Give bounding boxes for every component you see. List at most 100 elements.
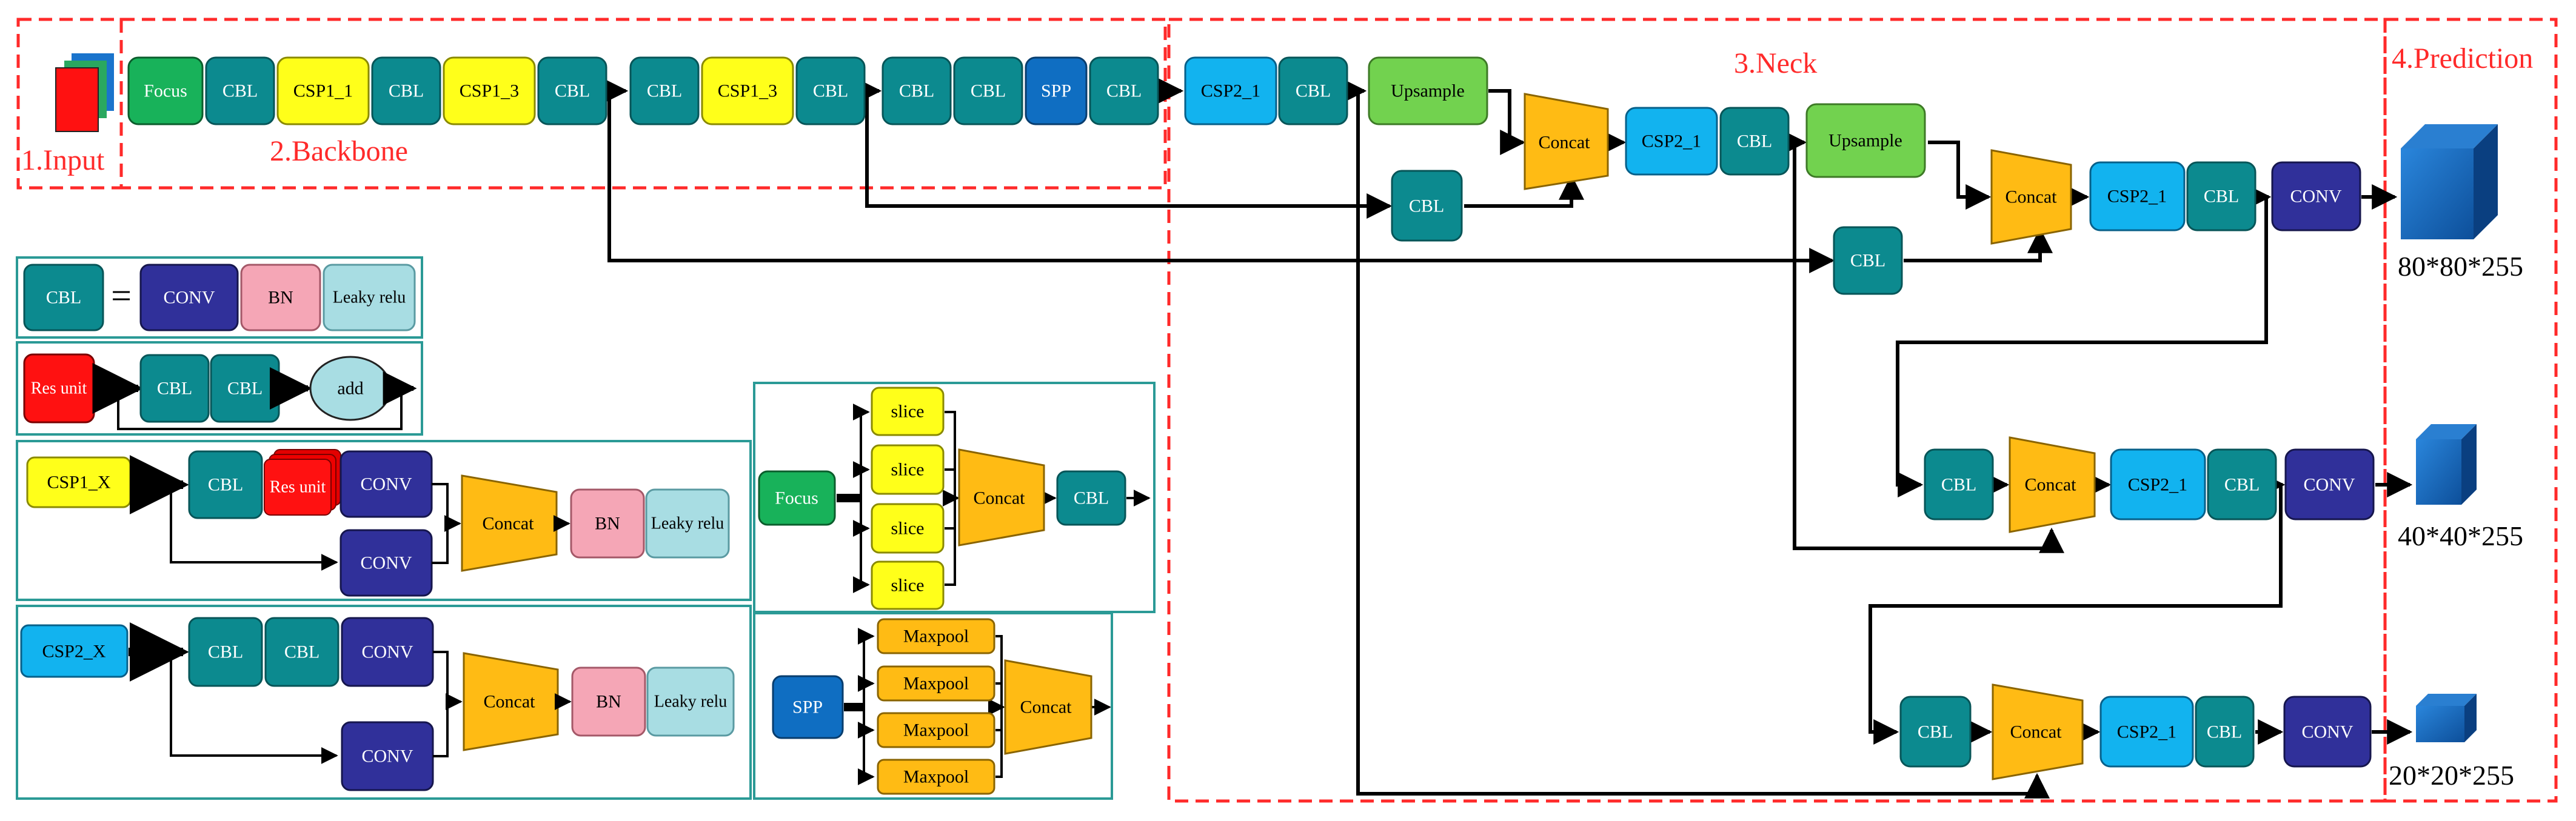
cbl-block: CBL [1056, 470, 1126, 526]
svg-text:Maxpool: Maxpool [903, 627, 969, 646]
conv-block: CONV [2271, 161, 2361, 231]
cbl-block: CBL [1278, 56, 1348, 125]
svg-text:Maxpool: Maxpool [903, 674, 969, 694]
spp-block: SPP [772, 675, 844, 739]
csp2-1-block: CSP2_1 [1184, 56, 1277, 125]
csp2-1-block: CSP2_1 [2099, 696, 2194, 768]
svg-text:Res unit: Res unit [270, 478, 326, 497]
cbl-block: CBL [2207, 448, 2277, 520]
svg-text:CBL: CBL [2207, 722, 2242, 742]
cbl-block: CBL [1924, 448, 1994, 520]
cbl-block: CBL [2186, 161, 2257, 231]
svg-text:CBL: CBL [1941, 475, 1976, 495]
focus-block: Focus [758, 470, 836, 526]
svg-text:Concat: Concat [483, 514, 535, 534]
focus-block: Focus [127, 56, 204, 125]
spp-block: SPP [1025, 56, 1088, 125]
svg-text:Concat: Concat [2006, 187, 2058, 207]
svg-text:Concat: Concat [1020, 697, 1072, 717]
equals-sign: = [111, 276, 132, 316]
conv-block: CONV [341, 721, 434, 791]
svg-text:CSP1_1: CSP1_1 [293, 81, 353, 101]
concat-block: Concat [1524, 93, 1609, 190]
prediction-title: 4.Prediction [2392, 42, 2533, 75]
cbl-block: CBL [537, 56, 607, 125]
slice-block: slice [871, 503, 945, 554]
leaky-relu-block: Leaky relu [645, 488, 730, 559]
legend-csp1-frame [16, 440, 752, 601]
maxpool-block: Maxpool [877, 759, 995, 795]
svg-text:SPP: SPP [792, 697, 823, 717]
cbl-block: CBL [23, 264, 104, 331]
conv-block: CONV [340, 529, 433, 597]
svg-text:add: add [337, 379, 363, 399]
cbl-block: CBL [1899, 696, 1972, 768]
csp1-x-block: CSP1_X [26, 456, 132, 508]
csp2-x-block: CSP2_X [20, 624, 129, 678]
svg-text:slice: slice [891, 460, 925, 480]
backbone-title: 2.Backbone [270, 135, 408, 167]
svg-text:Concat: Concat [2025, 475, 2077, 495]
svg-text:CBL: CBL [284, 642, 319, 662]
svg-text:Focus: Focus [775, 488, 818, 508]
svg-text:CSP1_X: CSP1_X [47, 473, 110, 493]
slice-block: slice [871, 387, 945, 436]
svg-text:Concat: Concat [484, 692, 536, 712]
svg-text:CSP2_X: CSP2_X [42, 642, 105, 662]
concat-block: Concat [1992, 683, 2084, 780]
legend-csp2-frame [16, 605, 752, 800]
svg-text:CBL: CBL [2224, 475, 2260, 495]
svg-text:Maxpool: Maxpool [903, 767, 969, 787]
maxpool-block: Maxpool [877, 665, 995, 702]
cbl-block: CBL [2195, 696, 2255, 768]
conv-block: CONV [139, 264, 239, 331]
feature-cube-icon [2416, 424, 2477, 505]
cbl-block: CBL [188, 450, 263, 519]
svg-text:CBL: CBL [971, 81, 1006, 101]
svg-text:CBL: CBL [1737, 131, 1772, 151]
svg-text:CBL: CBL [899, 81, 934, 101]
svg-text:Concat: Concat [2010, 722, 2062, 742]
concat-block: Concat [461, 474, 558, 572]
conv-block: CONV [2283, 696, 2372, 768]
cbl-block: CBL [882, 56, 952, 125]
svg-text:CBL: CBL [555, 81, 590, 101]
prediction-outputs: 80*80*255 40*40*255 20*20*255 [2389, 124, 2523, 791]
svg-text:CBL: CBL [2204, 187, 2239, 207]
feature-cube-icon [2401, 124, 2498, 239]
svg-text:CSP2_1: CSP2_1 [1201, 81, 1260, 101]
svg-text:CONV: CONV [2301, 722, 2353, 742]
image-stack-icon [55, 53, 114, 132]
maxpool-block: Maxpool [877, 712, 995, 748]
neck-title: 3.Neck [1734, 47, 1817, 79]
cbl-block: CBL [1391, 170, 1463, 242]
svg-text:CSP2_1: CSP2_1 [2117, 722, 2176, 742]
csp2-1-block: CSP2_1 [2110, 448, 2206, 520]
svg-text:CSP1_3: CSP1_3 [718, 81, 777, 101]
svg-text:CSP1_3: CSP1_3 [460, 81, 519, 101]
output-size-small: 20*20*255 [2389, 760, 2514, 791]
concat-block: Concat [463, 652, 559, 751]
cbl-block: CBL [210, 354, 280, 423]
slice-block: slice [871, 560, 945, 610]
cbl-block: CBL [188, 617, 263, 687]
output-size-medium: 40*40*255 [2398, 520, 2523, 551]
csp1-1-block: CSP1_1 [276, 56, 370, 125]
bn-block: BN [571, 666, 646, 737]
cbl-block: CBL [139, 354, 210, 423]
res-unit-stack: Res unit [264, 449, 341, 516]
svg-text:CBL: CBL [647, 81, 682, 101]
svg-text:Leaky relu: Leaky relu [654, 693, 728, 711]
cbl-block: CBL [1833, 226, 1903, 295]
svg-text:Leaky relu: Leaky relu [651, 514, 724, 533]
csp2-1-block: CSP2_1 [2089, 161, 2186, 231]
cbl-block: CBL [953, 56, 1023, 125]
leaky-relu-block: Leaky relu [646, 666, 735, 737]
cbl-block: CBL [1089, 56, 1159, 125]
svg-text:CBL: CBL [1850, 251, 1885, 271]
cbl-block: CBL [1719, 107, 1790, 176]
input-title: 1.Input [21, 144, 105, 176]
svg-text:Concat: Concat [974, 488, 1026, 508]
maxpool-block: Maxpool [877, 618, 995, 654]
focus-label: Focus [144, 81, 187, 101]
